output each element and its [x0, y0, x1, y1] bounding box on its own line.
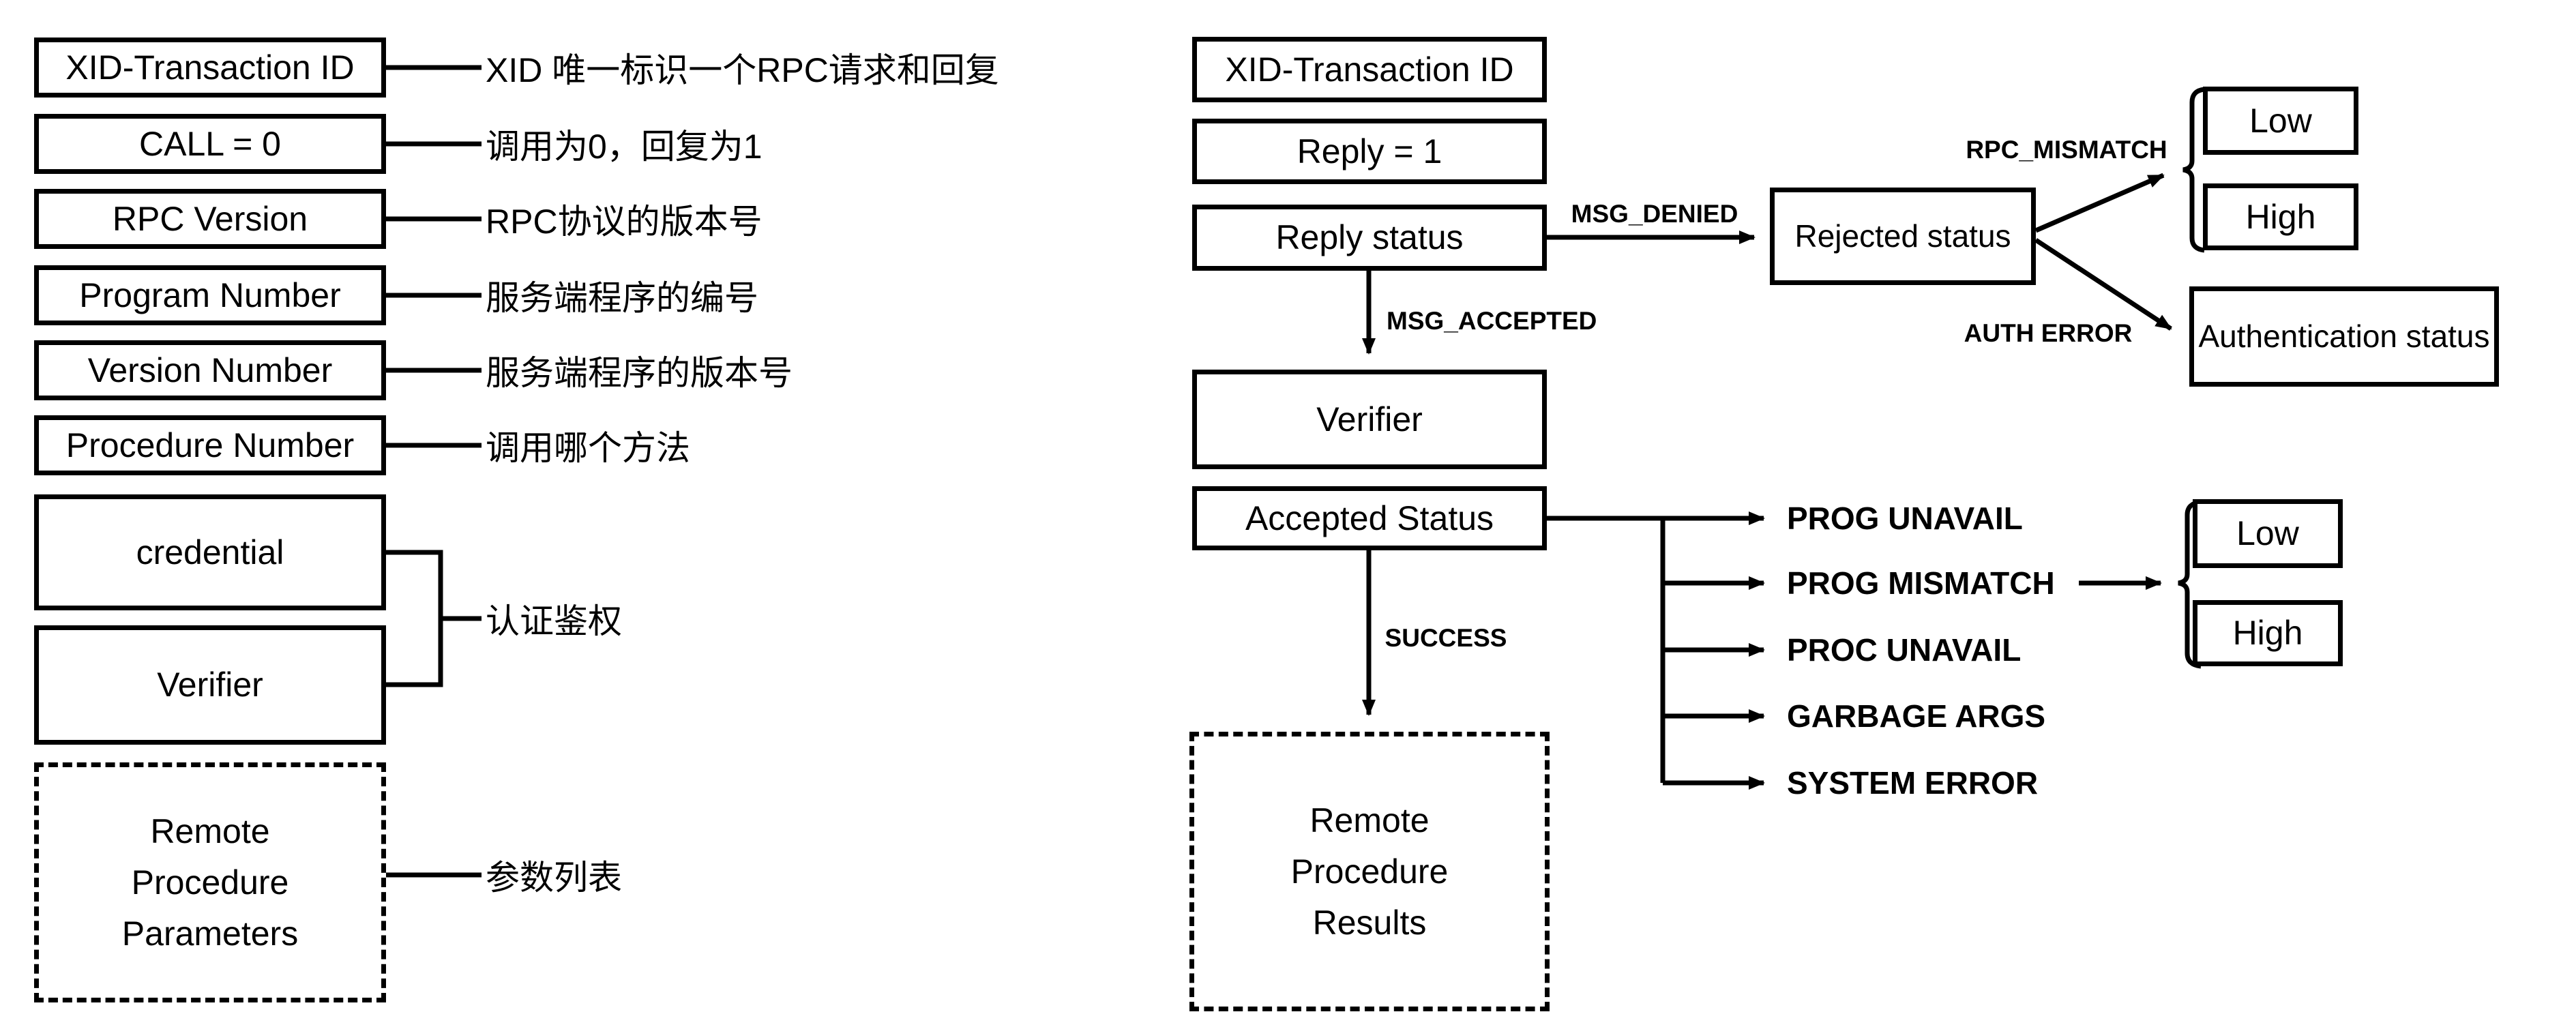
- mismatch-high-box: High: [2193, 600, 2343, 666]
- rejected-high-box: High: [2203, 183, 2358, 250]
- status-system-error: SYSTEM ERROR: [1787, 765, 2039, 801]
- rejected-low-box: Low: [2203, 87, 2358, 155]
- call-type-box: CALL = 0: [34, 114, 386, 174]
- auth-error-label: AUTH ERROR: [1964, 319, 2133, 347]
- rejected-high-label: High: [2245, 197, 2316, 236]
- version-number-label: Version Number: [87, 351, 333, 389]
- call-xid-label: XID-Transaction ID: [65, 48, 355, 87]
- reply-status-label: Reply status: [1275, 218, 1464, 257]
- authentication-status-label: Authentication status: [2198, 318, 2490, 354]
- call-type-label: CALL = 0: [138, 124, 281, 163]
- rpc-version-label: RPC Version: [112, 199, 308, 238]
- annotation-procedure-number: 调用哪个方法: [486, 429, 690, 467]
- reply-xid-label: XID-Transaction ID: [1225, 50, 1514, 89]
- annotation-xid: XID 唯一标识一个RPC请求和回复: [486, 51, 999, 89]
- rejected-levels-brace: [2182, 87, 2205, 253]
- rejected-status-label: Rejected status: [1794, 218, 2011, 254]
- accepted-status-label: Accepted Status: [1245, 498, 1494, 537]
- rejected-to-mismatch-arrow: [2034, 173, 2165, 233]
- authentication-status-box: Authentication status: [2189, 286, 2499, 387]
- annotation-params: 参数列表: [486, 859, 622, 897]
- version-number-box: Version Number: [34, 340, 386, 400]
- msg-accepted-label: MSG_ACCEPTED: [1387, 307, 1597, 335]
- reply-status-box: Reply status: [1192, 205, 1547, 271]
- program-number-label: Program Number: [79, 276, 341, 314]
- accepted-status-box: Accepted Status: [1192, 486, 1547, 550]
- procedure-number-label: Procedure Number: [65, 426, 355, 464]
- rejected-low-label: Low: [2249, 101, 2312, 140]
- reply-xid-box: XID-Transaction ID: [1192, 37, 1547, 102]
- mismatch-high-label: High: [2232, 614, 2303, 653]
- credential-verifier-bracket: [386, 550, 482, 687]
- status-proc-unavail: PROC UNAVAIL: [1787, 632, 2022, 668]
- credential-label: credential: [136, 533, 284, 571]
- mismatch-low-label: Low: [2236, 514, 2299, 553]
- mismatch-low-box: Low: [2193, 499, 2343, 568]
- remote-procedure-parameters-box: Remote Procedure Parameters: [34, 762, 386, 1002]
- credential-box: credential: [34, 494, 386, 610]
- annotation-program-number: 服务端程序的编号: [486, 279, 758, 317]
- status-prog-mismatch: PROG MISMATCH: [1787, 565, 2055, 601]
- status-prog-unavail: PROG UNAVAIL: [1787, 501, 2023, 536]
- msg-denied-label: MSG_DENIED: [1571, 200, 1738, 228]
- rejected-to-auth-arrow: [2034, 238, 2172, 331]
- rpc-mismatch-label: RPC_MISMATCH: [1966, 136, 2167, 164]
- remote-procedure-results-box: Remote Procedure Results: [1189, 732, 1550, 1011]
- call-verifier-box: Verifier: [34, 625, 386, 745]
- annotation-rpc-version: RPC协议的版本号: [486, 203, 763, 241]
- reply-type-box: Reply = 1: [1192, 119, 1547, 184]
- call-verifier-label: Verifier: [157, 666, 263, 704]
- status-garbage-args: GARBAGE ARGS: [1787, 698, 2046, 734]
- annotation-call: 调用为0，回复为1: [486, 128, 763, 166]
- call-xid-box: XID-Transaction ID: [34, 38, 386, 98]
- program-number-box: Program Number: [34, 265, 386, 325]
- rejected-status-box: Rejected status: [1770, 188, 2036, 285]
- reply-verifier-box: Verifier: [1192, 370, 1547, 469]
- reply-type-label: Reply = 1: [1297, 132, 1442, 170]
- remote-procedure-parameters-label: Remote Procedure Parameters: [121, 812, 299, 953]
- reply-verifier-label: Verifier: [1316, 400, 1423, 438]
- success-label: SUCCESS: [1385, 624, 1507, 652]
- annotation-version-number: 服务端程序的版本号: [486, 354, 793, 392]
- remote-procedure-results-label: Remote Procedure Results: [1290, 801, 1449, 942]
- annotation-auth: 认证鉴权: [486, 602, 622, 640]
- rpc-version-box: RPC Version: [34, 189, 386, 249]
- procedure-number-box: Procedure Number: [34, 415, 386, 475]
